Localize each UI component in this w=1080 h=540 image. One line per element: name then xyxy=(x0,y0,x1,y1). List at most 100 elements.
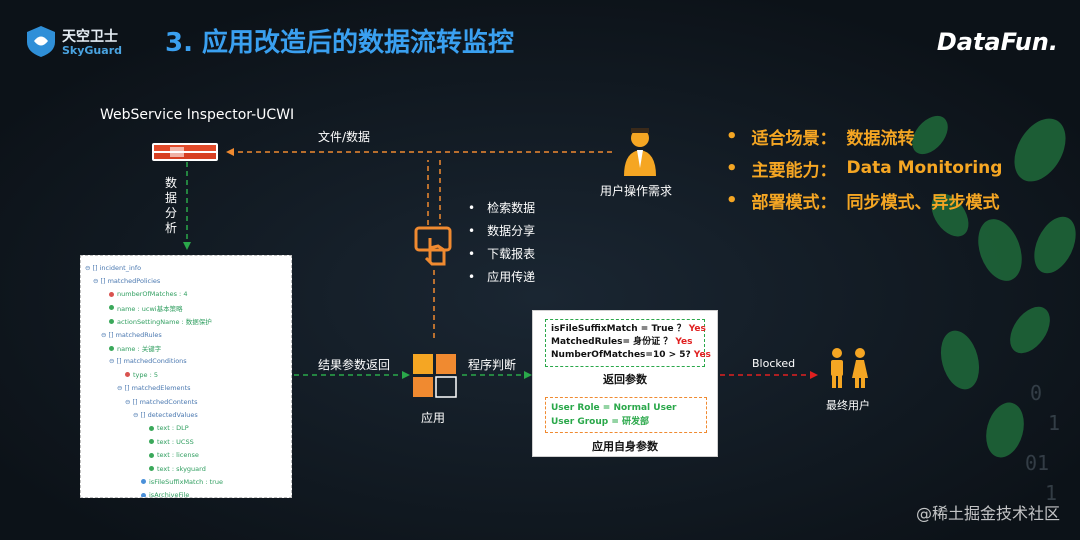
user-icon xyxy=(624,128,656,176)
tree-row: name : ucwi基本策略 xyxy=(85,301,287,314)
bullet-dot: • xyxy=(726,157,738,179)
tree-row: text : DLP xyxy=(85,422,287,435)
tree-text: matchedContents xyxy=(139,397,198,406)
tree-bullet-icon xyxy=(109,318,114,324)
feature-item: • 主要能力： Data Monitoring xyxy=(726,152,1002,184)
result-return-label: 结果参数返回 xyxy=(318,358,391,372)
action-text: 应用传递 xyxy=(487,270,536,284)
tree-bullet-icon xyxy=(141,479,146,485)
tree-row: isArchiveFile xyxy=(85,489,287,498)
check-answer: Yes xyxy=(675,337,693,347)
feature-item: • 适合场景： 数据流转 xyxy=(726,120,1002,152)
action-text: 检索数据 xyxy=(487,201,536,215)
check-answer: Yes xyxy=(693,350,711,360)
action-item: • 检索数据 xyxy=(468,196,535,219)
action-item: •数据分享 xyxy=(468,219,535,242)
svg-text:0: 0 xyxy=(1030,381,1042,405)
inspector-device-icon xyxy=(152,143,218,161)
check-text: NumberOfMatches=10 > 5? xyxy=(551,350,691,360)
feature-item: •部署模式：同步模式、异步模式 xyxy=(726,184,1002,216)
tree-row: numberOfMatches : 4 xyxy=(85,288,287,301)
bullet-dot: • xyxy=(726,189,738,211)
tree-text: isFileSuffixMatch : true xyxy=(149,477,223,486)
file-data-label: 文件/数据 xyxy=(318,130,371,144)
tree-expand-icon: ⊖ [] xyxy=(93,277,106,286)
tree-text: text : DLP xyxy=(157,424,189,433)
tree-row: ⊖ [] incident_info xyxy=(85,261,287,274)
svg-text:01: 01 xyxy=(1025,451,1049,475)
feature-value: Data Monitoring xyxy=(846,158,1003,178)
page-title: 3. 应用改造后的数据流转监控 xyxy=(165,28,515,58)
blocked-label: Blocked xyxy=(752,357,796,370)
tree-row: isFileSuffixMatch : true xyxy=(85,475,287,488)
tree-text: matchedConditions xyxy=(123,357,187,366)
inspector-title: WebService Inspector-UCWI xyxy=(100,107,295,123)
logo-text-en: SkyGuard xyxy=(62,44,122,57)
action-item: •下载报表 xyxy=(468,242,535,265)
action-item: • 应用传递 xyxy=(468,265,535,288)
feature-value: 同步模式、异步模式 xyxy=(846,192,1000,213)
tree-text: type : 5 xyxy=(133,370,158,379)
own-param-row: User Role = Normal User xyxy=(551,403,677,413)
tree-text: matchedPolicies xyxy=(107,277,161,286)
feature-value: 数据流转 xyxy=(846,128,915,149)
check-text: isFileSuffixMatch = True ？ xyxy=(551,324,686,334)
tree-text: text : UCSS xyxy=(157,437,194,446)
bullet-dot: • xyxy=(726,125,738,147)
end-user-icon xyxy=(831,348,868,388)
bullet-dot: • xyxy=(468,223,476,238)
feature-key: 适合场景： xyxy=(751,128,837,149)
bullet-dot: • xyxy=(468,269,476,284)
tree-row: name : 关键字 xyxy=(85,341,287,354)
actions-list: • 检索数据 •数据分享•下载报表 • 应用传递 xyxy=(468,196,535,288)
tree-expand-icon: ⊖ [] xyxy=(85,263,98,272)
tree-row: ⊖ [] matchedPolicies xyxy=(85,274,287,287)
tree-text: detectedValues xyxy=(147,410,198,419)
tree-text: isArchiveFile xyxy=(149,491,190,498)
tree-row: ⊖ [] matchedConditions xyxy=(85,355,287,368)
touch-icon xyxy=(414,226,452,266)
check-row: MatchedRules= 身份证 ？Yes xyxy=(551,336,699,349)
tree-bullet-icon xyxy=(109,305,114,311)
tree-text: text : skyguard xyxy=(157,464,206,473)
tree-bullet-icon xyxy=(125,372,130,378)
skyguard-logo: 天空卫士 SkyGuard xyxy=(24,22,124,62)
check-answer: Yes xyxy=(688,324,706,334)
feature-key: 主要能力： xyxy=(751,160,837,181)
logo-text-cn: 天空卫士 xyxy=(62,29,118,45)
tree-bullet-icon xyxy=(149,439,154,445)
svg-text:1: 1 xyxy=(1045,481,1057,505)
tree-text: incident_info xyxy=(99,263,142,272)
arrowhead-inspector xyxy=(226,148,234,156)
final-user-label: 最终用户 xyxy=(826,399,870,412)
check-row: NumberOfMatches=10 > 5?Yes xyxy=(551,349,711,362)
app-grid-icon xyxy=(413,354,457,398)
datafun-logo: DataFun. xyxy=(936,28,1058,56)
tree-bullet-icon xyxy=(109,345,114,351)
arrowhead-blocked xyxy=(810,371,818,379)
own-params-label: 应用自身参数 xyxy=(592,440,658,453)
tree-text: actionSettingName : 数据保护 xyxy=(117,318,212,327)
app-label: 应用 xyxy=(421,411,446,425)
binary-decoration: 0 1 01 1 xyxy=(1025,381,1060,505)
tree-row: text : UCSS xyxy=(85,435,287,448)
tree-row: ⊖ [] matchedRules xyxy=(85,328,287,341)
tree-row: ⊖ [] detectedValues xyxy=(85,408,287,421)
tree-text: matchedRules xyxy=(115,330,162,339)
tree-row: text : skyguard xyxy=(85,462,287,475)
tree-text: text : license xyxy=(157,451,199,460)
svg-text:1: 1 xyxy=(1048,411,1060,435)
tree-expand-icon: ⊖ [] xyxy=(101,330,114,339)
check-text: MatchedRules= 身份证 ？ xyxy=(551,337,673,347)
tree-row: text : license xyxy=(85,448,287,461)
tree-bullet-icon xyxy=(149,452,154,458)
bullet-dot: • xyxy=(468,200,476,215)
tree-expand-icon: ⊖ [] xyxy=(109,357,122,366)
tree-row: ⊖ [] matchedElements xyxy=(85,382,287,395)
leaf-decoration xyxy=(912,115,1076,458)
own-param-row: User Group = 研发部 xyxy=(551,417,650,427)
